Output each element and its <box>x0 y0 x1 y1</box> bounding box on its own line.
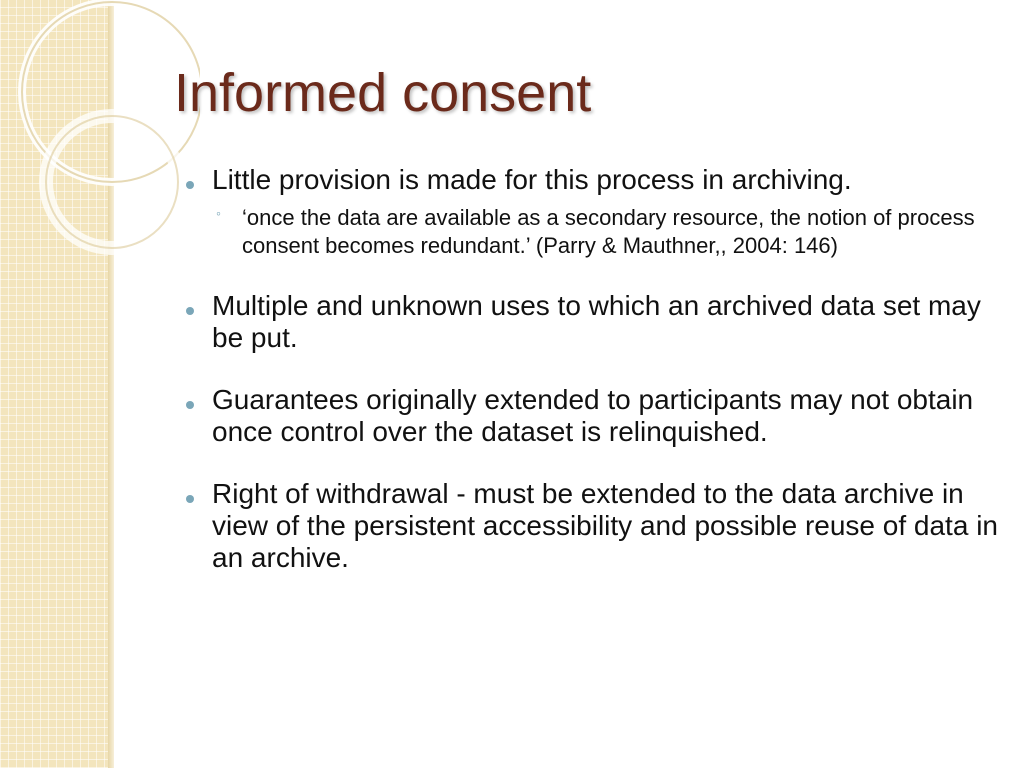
bullet-dot-icon <box>186 401 194 409</box>
bullet-item: Guarantees originally extended to partic… <box>184 384 1004 448</box>
bullet-dot-icon <box>186 307 194 315</box>
sub-bullet-item: ◦ ‘once the data are available as a seco… <box>212 204 1004 260</box>
bullet-text: Right of withdrawal - must be extended t… <box>212 478 998 573</box>
bullet-dot-icon <box>186 495 194 503</box>
decorative-ring-large-outline <box>21 1 200 183</box>
decorative-ring-small-outline <box>45 115 179 249</box>
bullet-list: Little provision is made for this proces… <box>184 164 1004 574</box>
bullet-dot-icon <box>186 181 194 189</box>
bullet-text: Little provision is made for this proces… <box>212 164 852 195</box>
sub-bullet-list: ◦ ‘once the data are available as a seco… <box>212 204 1004 260</box>
side-band-edge <box>108 0 114 768</box>
slide-title: Informed consent <box>174 63 592 123</box>
slide-content: Little provision is made for this proces… <box>184 164 1004 604</box>
decorative-rings <box>18 0 200 255</box>
sub-bullet-ring-icon: ◦ <box>216 205 221 221</box>
decorative-side-band <box>0 0 112 768</box>
sub-bullet-text: ‘once the data are available as a second… <box>242 205 975 258</box>
bullet-item: Right of withdrawal - must be extended t… <box>184 478 1004 574</box>
bullet-item: Multiple and unknown uses to which an ar… <box>184 290 1004 354</box>
bullet-text: Multiple and unknown uses to which an ar… <box>212 290 981 353</box>
bullet-text: Guarantees originally extended to partic… <box>212 384 974 447</box>
bullet-item: Little provision is made for this proces… <box>184 164 1004 260</box>
